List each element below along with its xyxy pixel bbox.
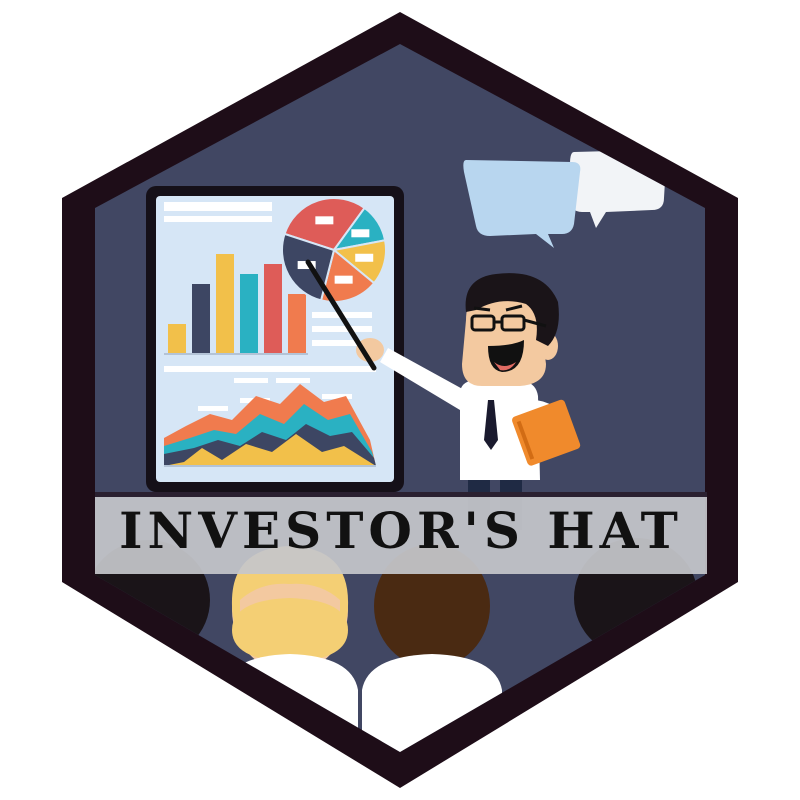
board-bar: [264, 264, 282, 354]
board-pie-label: [355, 253, 374, 262]
board-pie-label: [334, 275, 353, 284]
board-bar: [192, 284, 210, 354]
title-banner: INVESTOR'S HAT: [95, 492, 707, 574]
board-bar: [240, 274, 258, 354]
badge-title: INVESTOR'S HAT: [119, 501, 683, 560]
board-pie-label: [315, 216, 334, 225]
board-pie-label: [297, 261, 316, 270]
board-bar: [168, 324, 186, 354]
board-pie-chart: [281, 197, 387, 303]
board-bar-chart: [168, 254, 306, 354]
board-pie-label: [351, 229, 370, 238]
speech-bubbles-icon: [463, 150, 666, 248]
board-bar: [216, 254, 234, 354]
board-bar: [288, 294, 306, 354]
presentation-board-icon: [146, 186, 404, 492]
board-area-chart: [164, 384, 376, 467]
